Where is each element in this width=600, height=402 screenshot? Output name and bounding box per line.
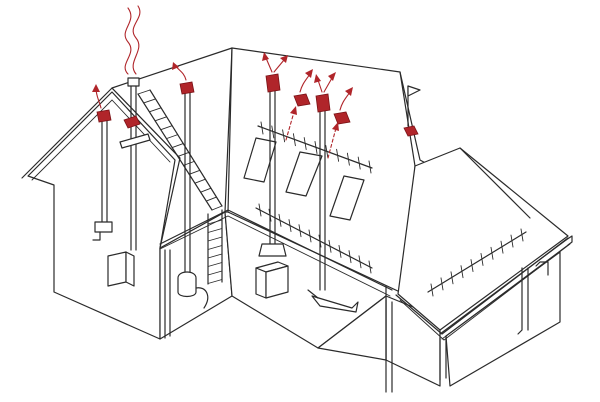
ladder-rung xyxy=(207,219,223,225)
snow-guard-bracket xyxy=(450,271,454,285)
ladder-rung xyxy=(194,178,206,184)
snow-guard-bracket xyxy=(430,283,434,297)
snow-guard-bracket xyxy=(440,277,444,291)
snow-guard-bracket xyxy=(338,245,342,258)
snow-guard-bracket xyxy=(298,224,302,238)
snow-guard-bracket xyxy=(336,148,340,162)
ladder-rung xyxy=(207,245,223,250)
bathtub-icon xyxy=(307,289,359,313)
downpipe-icon xyxy=(164,249,549,393)
snow-guard-bracket xyxy=(358,255,362,269)
snow-guard-bracket xyxy=(490,246,494,260)
snow-guard-bracket xyxy=(282,129,286,143)
ladder-rung xyxy=(207,262,223,267)
snow-guard-bracket xyxy=(346,152,350,166)
snow-guard-bracket xyxy=(292,133,296,147)
snow-guard-bracket xyxy=(288,219,292,232)
snow-guard-bracket xyxy=(314,141,318,154)
snow-guard-bracket xyxy=(278,213,282,227)
roof-flag-icon xyxy=(407,85,421,127)
snow-guard-bracket xyxy=(470,259,474,273)
roof-vent-pipes xyxy=(258,89,326,291)
left-vent-pipes xyxy=(92,77,191,281)
ladder-rung xyxy=(148,107,162,113)
ladder-rung xyxy=(211,205,223,211)
ladder-rung xyxy=(154,116,168,122)
left-wing xyxy=(21,47,233,340)
snow-guard-bracket xyxy=(348,250,352,264)
toilet-icon xyxy=(177,271,209,309)
airflow-arrows xyxy=(92,52,353,159)
ladder-rung xyxy=(160,125,173,131)
snow-guard-bracket xyxy=(520,228,524,242)
snow-guard-bracket xyxy=(460,265,464,279)
snow-guard-bracket xyxy=(325,144,329,158)
snow-guard-bracket xyxy=(271,125,275,139)
ladder-rung xyxy=(188,169,201,175)
chimney-smoke-icon xyxy=(124,5,141,75)
roof-vent-plate xyxy=(119,133,151,149)
ladder-rung xyxy=(183,160,195,166)
ladder-rung xyxy=(171,143,184,148)
snow-guard-bracket xyxy=(357,156,361,170)
vent-cap-icon xyxy=(96,73,419,137)
snow-guard-bracket xyxy=(368,160,372,174)
skylight-window-icon xyxy=(243,137,365,221)
snow-guard-bracket xyxy=(510,234,514,248)
snow-guard-bracket xyxy=(480,252,484,266)
snow-guard-bracket xyxy=(328,239,332,253)
ladder-rung xyxy=(143,98,156,104)
snow-guard-bracket xyxy=(500,240,504,254)
snow-guard-bracket xyxy=(303,137,307,151)
ladder-rung xyxy=(166,134,179,140)
ladder-rung xyxy=(207,279,223,284)
ladder-rung xyxy=(137,89,151,95)
main-building xyxy=(224,47,571,387)
snow-guard-bracket xyxy=(260,121,264,135)
ladder-rung xyxy=(207,253,223,259)
stove-icon xyxy=(255,261,289,299)
ladder-rung xyxy=(207,270,223,276)
water-heater-icon xyxy=(107,251,135,287)
ladder-rung xyxy=(200,187,212,193)
ladder-rung xyxy=(207,228,223,233)
ladder-rung xyxy=(205,196,217,202)
snow-guard-bracket xyxy=(368,260,372,274)
roof-ladder-icon xyxy=(137,89,223,285)
snow-guard-bracket xyxy=(258,203,262,217)
ladder-rung xyxy=(177,152,190,157)
rain-gutter-icon xyxy=(159,209,573,340)
ladder-rung xyxy=(207,236,223,242)
snow-guard-bracket xyxy=(308,229,312,243)
